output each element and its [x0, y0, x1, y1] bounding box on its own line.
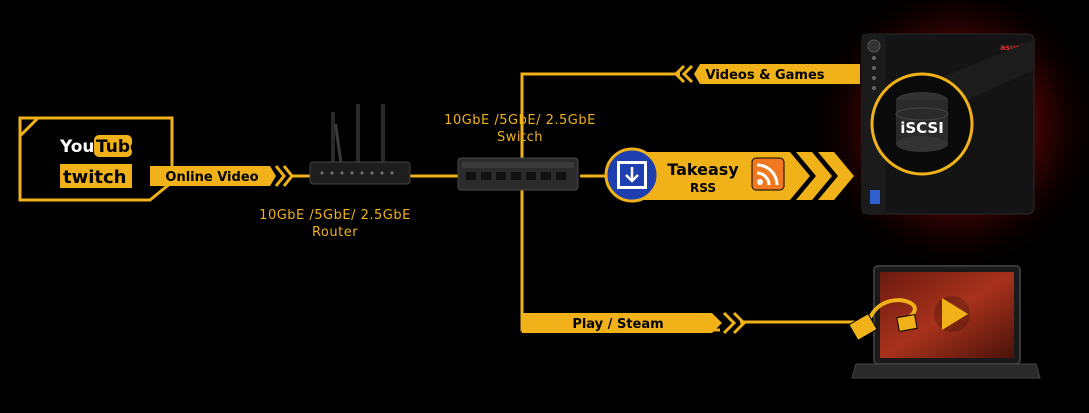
nas-icon: asustor iSCSI — [861, 33, 1035, 215]
videos-games-arrow: Videos & Games — [673, 64, 860, 84]
router-name-text: Router — [311, 225, 359, 240]
play-steam-arrow: Play / Steam — [522, 311, 747, 335]
takeasy-sub: RSS — [690, 181, 716, 195]
router-speed-text: 10GbE /5GbE/ 2.5GbE — [259, 208, 411, 223]
router-icon — [309, 104, 411, 185]
play-steam-label: Play / Steam — [572, 317, 663, 332]
rss-icon — [751, 157, 785, 191]
source-box — [18, 116, 174, 202]
play-icon — [934, 296, 970, 332]
iscsi-label: iSCSI — [900, 119, 944, 137]
youtube-logo: You Tube — [59, 135, 142, 157]
download-video-icon — [617, 161, 647, 189]
database-icon — [895, 92, 949, 152]
router-label: 10GbE /5GbE/ 2.5GbE Router — [235, 207, 435, 241]
youtube-tube-text: Tube — [96, 137, 142, 157]
takeasy-band: Takeasy RSS — [604, 147, 854, 203]
takeasy-title: Takeasy — [667, 160, 739, 179]
switch-speed-text: 10GbE /5GbE/ 2.5GbE — [444, 113, 596, 128]
youtube-you-text: You — [59, 137, 95, 157]
hdmi-cable-icon — [848, 298, 918, 341]
twitch-logo: twitch — [60, 164, 132, 188]
laptop-icon — [851, 265, 1041, 379]
switch-label: 10GbE /5GbE/ 2.5GbE Switch — [420, 112, 620, 146]
switch-icon — [457, 157, 579, 191]
twitch-text: twitch — [63, 167, 127, 188]
videos-games-label: Videos & Games — [705, 68, 824, 83]
switch-name-text: Switch — [497, 130, 543, 145]
online-video-arrow: Online Video — [150, 165, 294, 187]
online-video-label: Online Video — [165, 170, 258, 185]
